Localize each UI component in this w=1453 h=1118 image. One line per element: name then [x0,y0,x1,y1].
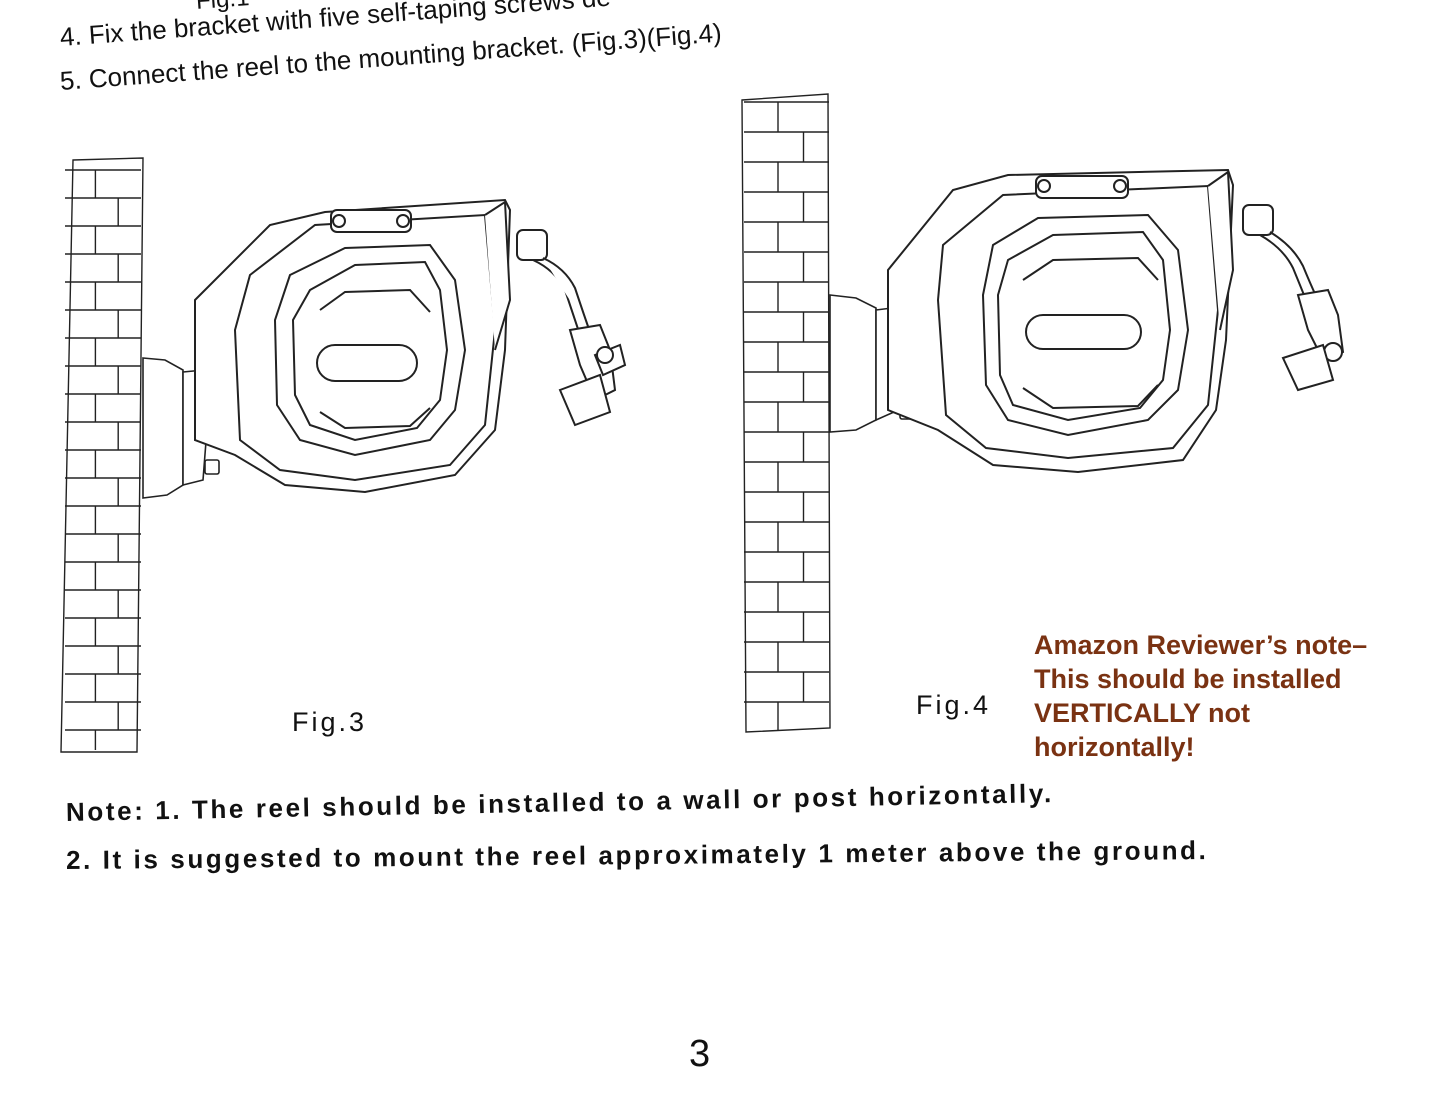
note-2: 2. It is suggested to mount the reel app… [65,835,1209,875]
hose-nozzle [1242,204,1345,392]
brick-wall-left [60,157,144,753]
note-1: Note: 1. The reel should be installed to… [65,778,1055,827]
reel-housing [887,168,1235,474]
hose-nozzle [516,229,627,427]
page-number: 3 [689,1033,711,1075]
reviewer-note-line-3: VERTICALLY not [1034,698,1251,728]
figure-3-illustration [60,157,627,753]
figure-3-label: Fig.3 [292,707,368,737]
reviewer-note-line-1: Amazon Reviewer’s note– [1034,630,1368,660]
reviewer-note-line-2: This should be installed [1034,664,1342,694]
reviewer-note-line-4: horizontally! [1034,732,1195,762]
reviewer-note: Amazon Reviewer’s note– This should be i… [1034,628,1434,764]
figure-4-illustration [741,93,1345,733]
figure-4-label: Fig.4 [916,690,992,720]
brick-wall-right [741,93,831,733]
reel-housing [194,198,512,494]
